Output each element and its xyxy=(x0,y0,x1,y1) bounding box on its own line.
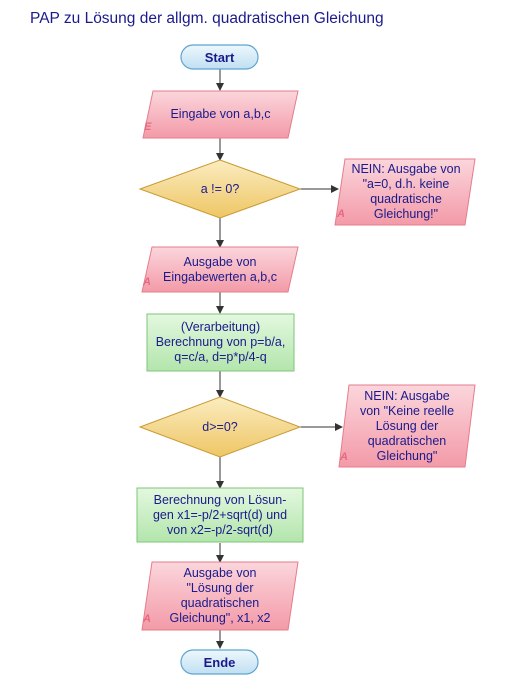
output-solution-label: Ausgabe von "Lösung der quadratischen Gl… xyxy=(169,566,271,625)
decision2-diamond xyxy=(138,396,302,458)
end-terminal xyxy=(180,649,259,675)
no-a-zero-marker: A xyxy=(337,208,345,220)
no-real-marker: A xyxy=(340,451,348,463)
output-inputs-label: Ausgabe von Eingabewerten a,b,c xyxy=(163,254,277,284)
process1-label: (Verarbeitung) Berechnung von p=b/a, q=c… xyxy=(155,320,286,364)
input-marker: E xyxy=(144,121,152,133)
no-a-zero-parallelogram xyxy=(334,158,476,226)
no-real-parallelogram xyxy=(338,384,476,468)
process2-box xyxy=(136,487,304,543)
output-inputs-marker: A xyxy=(143,276,151,288)
output-solution-marker: A xyxy=(143,613,151,625)
start-label: Start xyxy=(204,49,235,65)
process1-box xyxy=(146,313,295,372)
end-label: Ende xyxy=(203,654,236,670)
output-inputs-parallelogram xyxy=(141,246,299,293)
decision2-label: d>=0? xyxy=(202,419,238,434)
start-terminal xyxy=(180,44,259,70)
diagram-title: PAP zu Lösung der allgm. quadratischen G… xyxy=(30,10,384,27)
input-parallelogram xyxy=(142,90,299,139)
decision1-diamond xyxy=(138,159,302,219)
input-label: Eingabe von a,b,c xyxy=(170,107,271,121)
output-solution-parallelogram xyxy=(141,561,299,631)
process2-label: Berechnung von Lösun- gen x1=-p/2+sqrt(d… xyxy=(152,492,288,537)
no-real-label: NEIN: Ausgabe von "Keine reelle Lösung d… xyxy=(359,388,455,463)
decision1-label: a != 0? xyxy=(200,181,240,196)
no-a-zero-label: NEIN: Ausgabe von "a=0, d.h. keine quadr… xyxy=(351,162,461,221)
